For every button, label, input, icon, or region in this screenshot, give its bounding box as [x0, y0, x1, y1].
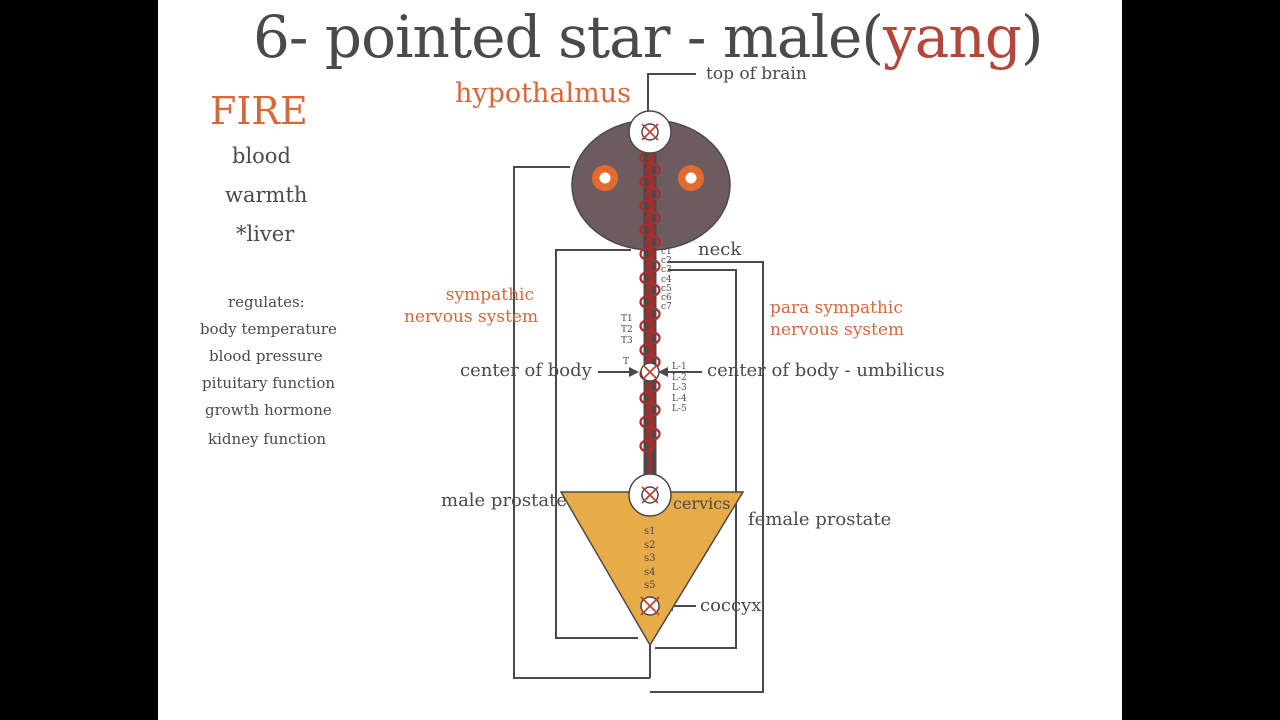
vertebra-label: T2	[621, 325, 633, 335]
sympathic-line1: sympathic	[445, 285, 534, 305]
vertebra-label: s1	[644, 526, 656, 537]
nervous-system-diagram	[513, 73, 764, 693]
label-neck: neck	[698, 239, 742, 260]
top-of-brain-line	[647, 73, 696, 112]
regulates-item: growth hormone	[205, 401, 332, 419]
spine-coil	[639, 271, 655, 285]
spine-coil	[645, 259, 661, 273]
vertebra-label: L-5	[672, 404, 687, 414]
spine-coil	[639, 391, 655, 405]
slide: 6- pointed star - male(yang) FIRE blood …	[158, 0, 1122, 720]
vertebra-label: s3	[644, 553, 656, 564]
vertebra-label: T	[623, 357, 630, 367]
regulates-item: kidney function	[208, 430, 327, 448]
vertebra-label: s2	[644, 539, 656, 551]
vertebra-label: c7	[661, 302, 672, 313]
title-suffix: )	[1020, 3, 1044, 71]
sacral-vertebrae: s1 s2 s3 s4 s5	[644, 525, 656, 593]
spine-coil	[639, 223, 655, 237]
spine-coil	[645, 187, 661, 201]
title-yang: yang	[883, 3, 1022, 71]
sympathic-inner-line	[555, 249, 638, 639]
spine-coil	[639, 439, 655, 453]
spine-coil	[639, 175, 655, 189]
slide-title: 6- pointed star - male(yang)	[253, 8, 1043, 66]
center-right-arrowhead	[658, 367, 668, 377]
sympathic-outer-line	[513, 166, 650, 679]
crown-marker	[628, 110, 672, 154]
lumbar-vertebrae: L-1 L-2 L-3 L-4 L-5	[672, 362, 687, 415]
spine-coil	[645, 283, 661, 297]
vertebra-label: c1	[661, 247, 672, 257]
label-para-sympathic: para sympathic nervous system	[770, 297, 904, 341]
label-top-of-brain: top of brain	[706, 64, 807, 84]
para-line2: nervous system	[770, 320, 905, 340]
spine-coil	[639, 295, 655, 309]
label-female-prostate: female prostate	[748, 509, 892, 530]
element-fire: FIRE	[210, 89, 308, 133]
center-left-arrowhead	[629, 367, 639, 377]
vertebra-label: s4	[644, 566, 656, 578]
label-sympathic: sympathic nervous system	[404, 284, 539, 328]
para-line1: para sympathic	[770, 298, 903, 318]
spine-coil	[645, 331, 661, 345]
spine-coil	[639, 247, 655, 261]
sympathic-line2: nervous system	[404, 307, 539, 327]
regulates-item: pituitary function	[202, 374, 336, 392]
spine-coil	[645, 307, 661, 321]
regulates-item: body temperature	[200, 320, 337, 338]
vertebra-label: c5	[661, 283, 672, 294]
thoracic-vertebrae: T1 T2 T3	[621, 314, 633, 347]
spine-coil	[639, 199, 655, 213]
label-male-prostate: male prostate	[441, 490, 567, 511]
label-center-of-body: center of body	[460, 360, 592, 381]
label-center-umbilicus: center of body - umbilicus	[707, 360, 945, 381]
regulates-item: blood pressure	[209, 347, 323, 365]
label-cervics: cervics	[673, 494, 731, 513]
spine-coil	[645, 427, 661, 441]
vertebra-label: c2	[661, 256, 672, 267]
cervics-marker	[628, 473, 672, 517]
vertebra-label: L-1	[672, 362, 687, 372]
left-eye	[592, 165, 618, 191]
cervical-vertebrae: c1 c2 c3 c4 c5 c6 c7	[661, 247, 672, 313]
spine-coil	[645, 211, 661, 225]
vertebra-label: s5	[644, 580, 656, 591]
spine-coil	[645, 235, 661, 249]
vertebra-label: c6	[661, 293, 672, 304]
label-coccyx: coccyx	[700, 595, 762, 616]
spine-coil	[645, 163, 661, 177]
vertebra-label: c4	[661, 274, 672, 285]
title-prefix: 6- pointed star - male(	[253, 3, 884, 71]
vertebra-label: c3	[661, 265, 672, 276]
spine-coil	[639, 415, 655, 429]
para-inner-line	[655, 269, 737, 649]
attribute-warmth: warmth	[225, 183, 308, 207]
vertebra-label: L-3	[672, 383, 687, 393]
vertebra-label: T1	[621, 314, 633, 324]
spine-coil	[639, 343, 655, 357]
regulates-heading: regulates:	[228, 293, 305, 311]
vertebra-label: L-4	[672, 393, 687, 404]
attribute-liver: *liver	[236, 222, 295, 246]
vertebra-label: T3	[621, 336, 633, 346]
spine-coil	[645, 403, 661, 417]
attribute-blood: blood	[232, 144, 291, 168]
para-outer-line	[650, 261, 764, 693]
right-eye	[678, 165, 704, 191]
coccyx-marker	[640, 596, 660, 616]
vertebra-label: L-2	[672, 372, 687, 383]
spine-coil	[639, 319, 655, 333]
label-hypothalmus: hypothalmus	[455, 78, 632, 109]
center-marker	[640, 362, 660, 382]
